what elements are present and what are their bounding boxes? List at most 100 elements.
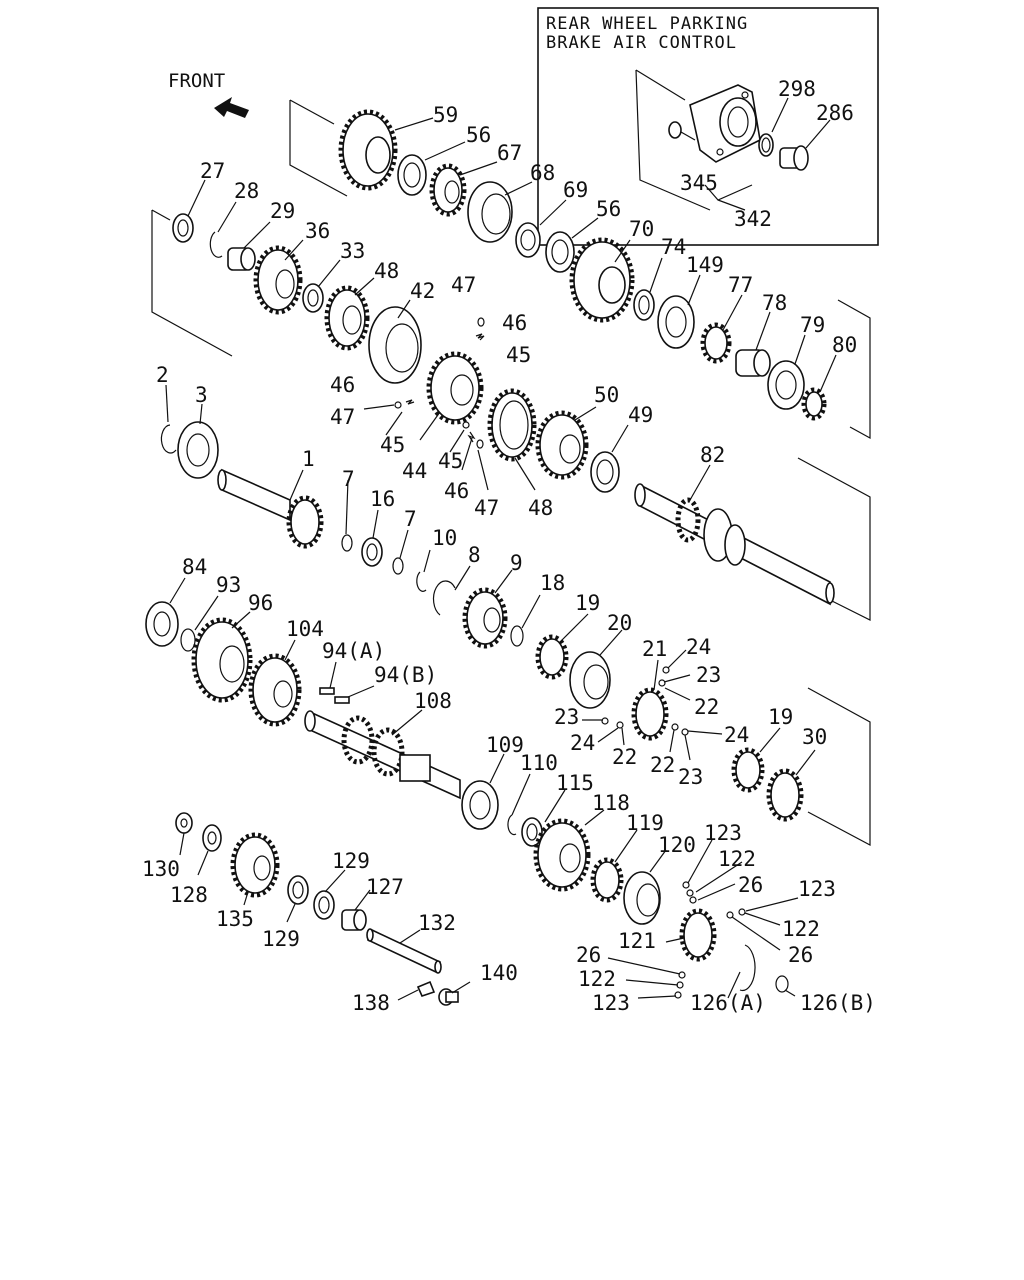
snap-ring-part-126b — [775, 975, 789, 993]
label-68: 68 — [530, 161, 555, 185]
label-19-a: 19 — [575, 591, 600, 615]
housing-part-342 — [689, 84, 761, 163]
label-345: 345 — [680, 171, 718, 195]
label-149: 149 — [686, 253, 724, 277]
output-shaft-part-82 — [634, 483, 835, 606]
label-123-right: 123 — [798, 877, 836, 901]
gear-part-9 — [462, 587, 508, 649]
label-24-top: 24 — [686, 635, 711, 659]
fitting-part-286 — [779, 145, 809, 171]
label-126b: 126(B) — [800, 991, 876, 1015]
bearing-part-56-upper — [397, 154, 427, 196]
label-298: 298 — [778, 77, 816, 101]
label-24-left: 24 — [570, 731, 595, 755]
label-126a: 126(A) — [690, 991, 766, 1015]
label-3: 3 — [195, 383, 208, 407]
bearing-part-115 — [521, 817, 543, 847]
label-123-bottom: 123 — [592, 991, 630, 1015]
gear-part-30 — [766, 768, 804, 822]
bearing-part-129-a — [287, 875, 309, 905]
collar-part-127 — [341, 909, 367, 931]
gear-part-135 — [230, 832, 280, 898]
label-30: 30 — [802, 725, 827, 749]
collar-part-78 — [735, 349, 771, 377]
sleeve-part-120 — [623, 871, 661, 925]
label-138: 138 — [352, 991, 390, 1015]
label-93: 93 — [216, 573, 241, 597]
label-23-left: 23 — [554, 705, 579, 729]
label-129-top: 129 — [332, 849, 370, 873]
sleeve-part-68 — [467, 181, 513, 243]
gear-part-19-a — [535, 634, 569, 680]
label-28: 28 — [234, 179, 259, 203]
snap-ring-part-2 — [160, 424, 177, 454]
label-49: 49 — [628, 403, 653, 427]
label-120: 120 — [658, 833, 696, 857]
snap-ring-part-7-a — [341, 534, 353, 552]
bearing-part-49 — [590, 451, 620, 493]
snap-ring-part-110 — [507, 814, 517, 836]
hub-part-121 — [679, 908, 717, 962]
front-label: FRONT — [168, 70, 225, 92]
bearing-part-84 — [145, 601, 179, 647]
inset-title-line2: BRAKE AIR CONTROL — [546, 33, 737, 53]
oring-part-298 — [758, 133, 774, 157]
gear-part-104 — [248, 653, 302, 727]
bearing-part-27 — [172, 213, 194, 243]
ring-part-69 — [515, 222, 541, 258]
label-7-a: 7 — [342, 467, 355, 491]
label-104: 104 — [286, 617, 324, 641]
label-29: 29 — [270, 199, 295, 223]
label-79: 79 — [800, 313, 825, 337]
label-69: 69 — [563, 178, 588, 202]
label-122-bottom: 122 — [578, 967, 616, 991]
label-23-top: 23 — [696, 663, 721, 687]
ring-part-93 — [180, 628, 196, 652]
nut-part-80 — [801, 387, 827, 421]
snap-ring-part-7-b — [392, 557, 404, 575]
gear-part-119 — [590, 857, 624, 903]
label-342: 342 — [734, 207, 772, 231]
label-50: 50 — [594, 383, 619, 407]
label-96: 96 — [248, 591, 273, 615]
label-44: 44 — [402, 459, 427, 483]
bearing-part-109 — [461, 780, 499, 830]
label-47-mid: 47 — [474, 496, 499, 520]
label-82: 82 — [700, 443, 725, 467]
label-19-b: 19 — [768, 705, 793, 729]
label-23-bottom: 23 — [678, 765, 703, 789]
label-70: 70 — [629, 217, 654, 241]
label-56-mid: 56 — [596, 197, 621, 221]
label-78: 78 — [762, 291, 787, 315]
label-8: 8 — [468, 543, 481, 567]
bearing-part-79 — [767, 360, 805, 410]
gear-part-70 — [569, 237, 635, 323]
countershaft-part-108 — [304, 710, 461, 800]
shaft-part-132 — [366, 928, 442, 974]
label-7-b: 7 — [404, 507, 417, 531]
detent-parts-122-123-26 — [674, 881, 746, 999]
label-45-left: 45 — [380, 433, 405, 457]
collar-part-29 — [227, 247, 256, 271]
inset-box: REAR WHEEL PARKING BRAKE AIR CONTROL — [537, 7, 879, 246]
label-109: 109 — [486, 733, 524, 757]
label-9: 9 — [510, 551, 523, 575]
gear-part-48-upper — [324, 285, 370, 351]
label-36: 36 — [305, 219, 330, 243]
label-123-top: 123 — [704, 821, 742, 845]
label-45-top: 45 — [506, 343, 531, 367]
sleeve-part-42 — [368, 306, 422, 384]
label-22-bottom: 22 — [650, 753, 675, 777]
inset-title-line1: REAR WHEEL PARKING — [546, 14, 748, 34]
label-26-right: 26 — [788, 943, 813, 967]
hub-part-44 — [426, 351, 484, 425]
label-121: 121 — [618, 929, 656, 953]
bolt-part-345 — [668, 121, 696, 141]
label-47-top: 47 — [451, 273, 476, 297]
label-128: 128 — [170, 883, 208, 907]
label-26-top: 26 — [738, 873, 763, 897]
gear-part-67 — [429, 163, 467, 217]
bearing-part-3 — [177, 421, 219, 479]
